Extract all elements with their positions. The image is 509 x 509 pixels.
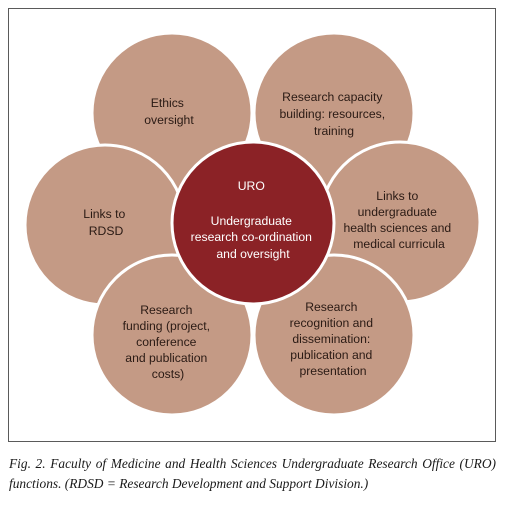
- center-title: URO: [238, 179, 265, 193]
- figure-caption: Fig. 2. Faculty of Medicine and Health S…: [9, 456, 496, 491]
- node-label-curricula: Links to undergraduate health sciences a…: [343, 189, 454, 251]
- center-circle-uro: [170, 140, 336, 306]
- node-label-line: and publication: [125, 351, 207, 365]
- node-label-capacity: Research capacity building: resources, t…: [279, 90, 388, 138]
- node-label-line: Research capacity: [282, 90, 383, 104]
- node-label-line: building: resources,: [279, 107, 385, 121]
- node-label-ethics: Ethics oversight: [144, 96, 194, 127]
- node-label-line: presentation: [299, 364, 366, 378]
- node-label-line: medical curricula: [353, 237, 445, 251]
- node-label-line: health sciences and: [343, 221, 451, 235]
- node-circle-recognition: [252, 253, 416, 417]
- center-line: Undergraduate: [211, 214, 293, 228]
- center-line: and oversight: [216, 247, 290, 261]
- center-label: URO Undergraduate research co-ordination…: [191, 179, 316, 261]
- node-label-line: oversight: [144, 113, 194, 127]
- node-label-line: training: [314, 124, 354, 138]
- node-label-line: Research: [305, 300, 357, 314]
- node-label-line: publication and: [290, 348, 372, 362]
- node-label-line: Ethics: [151, 96, 184, 110]
- node-label-line: Links to: [376, 189, 418, 203]
- node-label-funding: Research funding (project, conference an…: [123, 303, 214, 381]
- node-label-line: recognition and: [290, 316, 373, 330]
- node-label-line: Research: [140, 303, 192, 317]
- node-label-line: conference: [136, 335, 197, 349]
- node-label-line: RDSD: [89, 224, 124, 238]
- node-label-line: funding (project,: [123, 319, 210, 333]
- node-label-line: costs): [152, 367, 185, 381]
- uro-functions-diagram: Ethics oversight Research capacity build…: [23, 31, 482, 417]
- figure-frame: [8, 8, 496, 442]
- node-label-rdsd: Links to RDSD: [83, 207, 128, 238]
- node-label-line: Links to: [83, 207, 125, 221]
- center-line: research co-ordination: [191, 230, 312, 244]
- node-label-recognition: Research recognition and dissemination: …: [290, 300, 377, 378]
- node-circle-funding: [90, 253, 254, 417]
- node-label-line: undergraduate: [358, 205, 438, 219]
- node-label-line: dissemination:: [292, 332, 370, 346]
